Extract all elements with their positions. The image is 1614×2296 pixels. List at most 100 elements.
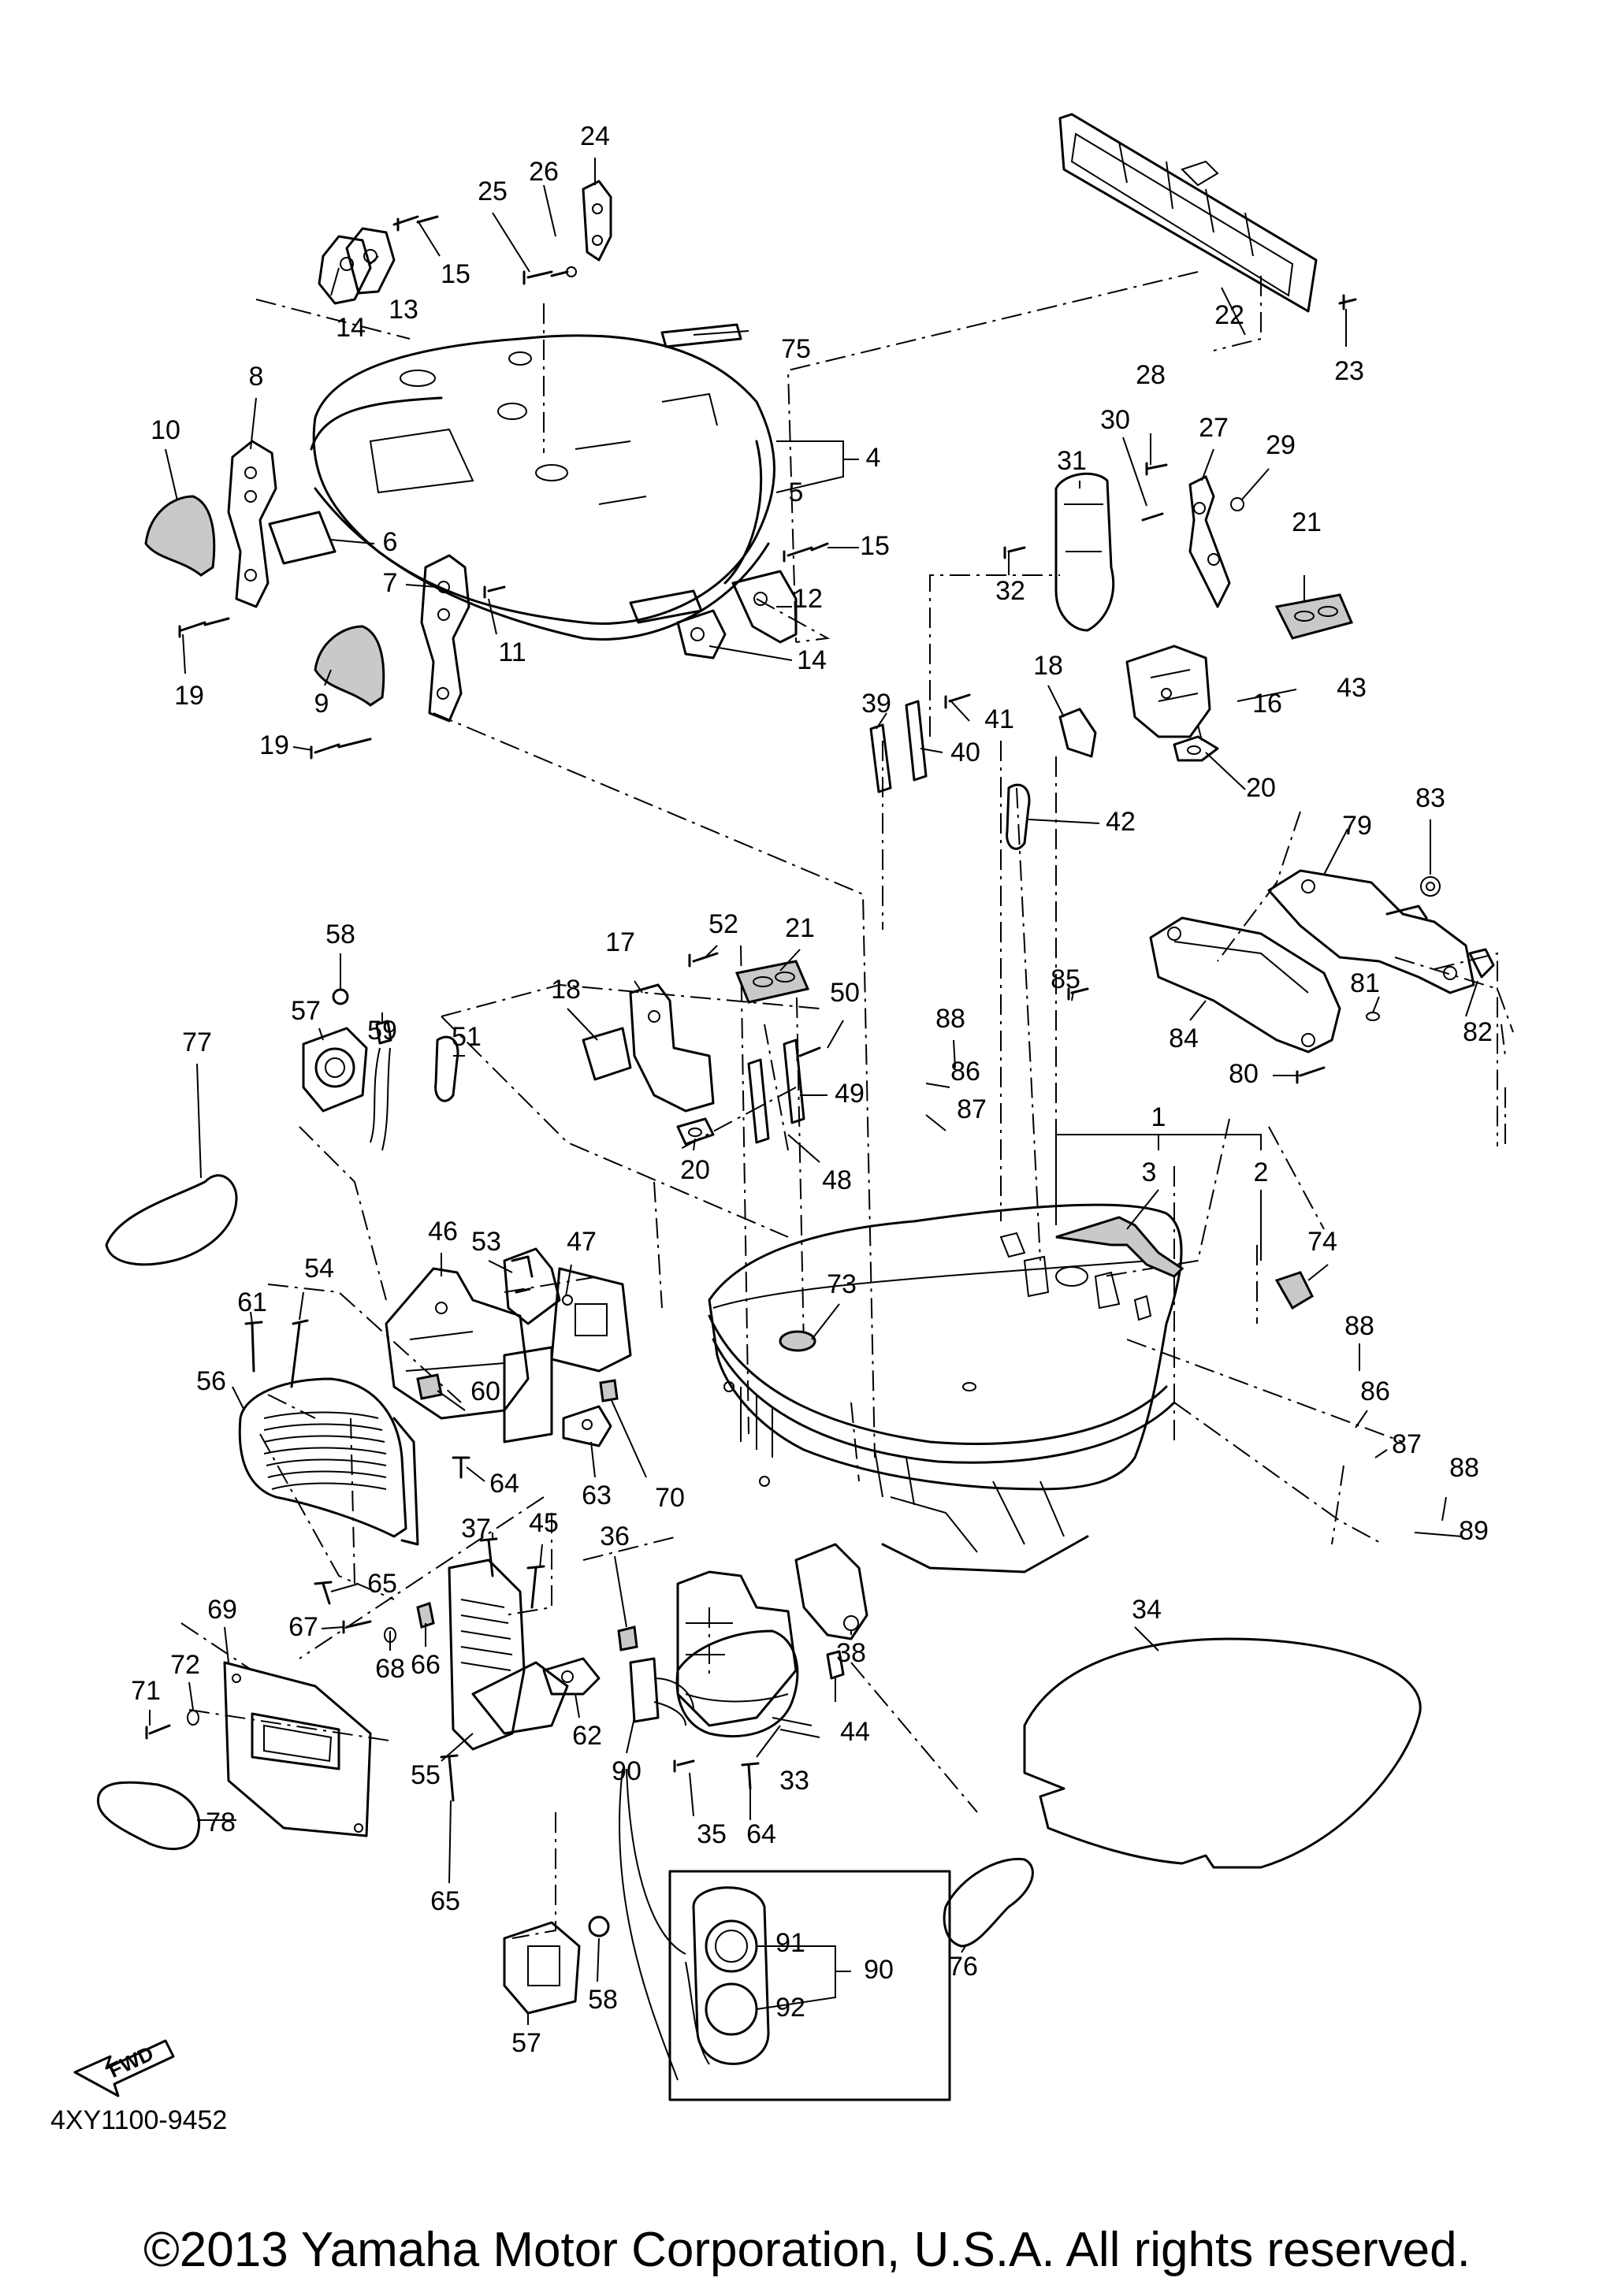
diagram-code: 4XY1100-9452 [50, 2105, 228, 2135]
callout-86: 86 [950, 1057, 980, 1087]
callout-20: 20 [1246, 773, 1276, 803]
callout-33: 33 [779, 1766, 809, 1796]
callout-57: 57 [511, 2028, 541, 2058]
callout-61: 61 [237, 1287, 267, 1317]
callout-21: 21 [1292, 507, 1322, 537]
callout-35: 35 [697, 1819, 727, 1849]
callout-8: 8 [249, 362, 264, 392]
callout-2: 2 [1254, 1157, 1269, 1187]
callout-6: 6 [383, 527, 398, 557]
case-body [708, 1203, 1184, 1573]
callout-92: 92 [775, 1993, 805, 2023]
callout-37: 37 [461, 1514, 491, 1544]
assembly-lines [180, 271, 1514, 1939]
decal-plates [268, 323, 742, 624]
callout-52: 52 [708, 909, 738, 939]
trunk-lid [310, 334, 775, 641]
callout-31: 31 [1057, 446, 1087, 476]
copyright-notice: ©2013 Yamaha Motor Corporation, U.S.A. A… [143, 2223, 1471, 2277]
rear-rack [1067, 869, 1495, 1084]
callout-labels: 2425261513147545810671191919151214222328… [131, 121, 1493, 2058]
callout-86: 86 [1360, 1376, 1390, 1406]
connector-inset [668, 1870, 951, 2101]
callout-69: 69 [207, 1595, 237, 1625]
callout-64: 64 [746, 1819, 776, 1849]
callout-67: 67 [288, 1612, 318, 1642]
brackets [318, 180, 798, 659]
callout-26: 26 [529, 157, 559, 187]
callout-39: 39 [861, 689, 891, 719]
callout-32: 32 [995, 576, 1025, 606]
callout-88: 88 [935, 1004, 965, 1034]
callout-48: 48 [822, 1165, 852, 1195]
callout-91: 91 [775, 1928, 805, 1958]
callout-20: 20 [680, 1155, 710, 1185]
callout-53: 53 [471, 1227, 501, 1257]
reflector [1058, 113, 1357, 313]
callout-12: 12 [793, 584, 823, 614]
callout-47: 47 [567, 1227, 597, 1257]
callout-68: 68 [375, 1654, 405, 1684]
hinges [144, 440, 470, 723]
callout-79: 79 [1342, 811, 1372, 841]
screws-mid-left [145, 1319, 760, 1802]
callout-65: 65 [367, 1569, 397, 1599]
callout-44: 44 [840, 1717, 870, 1747]
callout-43: 43 [1337, 673, 1367, 703]
callout-41: 41 [984, 704, 1014, 734]
callout-87: 87 [1392, 1429, 1422, 1459]
callout-75: 75 [781, 334, 811, 364]
callout-15: 15 [441, 259, 470, 289]
callout-3: 3 [1142, 1157, 1157, 1187]
callout-49: 49 [835, 1079, 865, 1109]
callout-23: 23 [1334, 356, 1364, 386]
mat [1023, 1637, 1422, 1869]
callout-14: 14 [336, 313, 366, 343]
speaker-upper [302, 988, 392, 1151]
callout-21: 21 [785, 913, 815, 943]
callout-72: 72 [170, 1650, 200, 1680]
callout-58: 58 [325, 920, 355, 949]
callout-77: 77 [182, 1027, 212, 1057]
callout-4: 4 [866, 443, 881, 473]
speaker-housing-lower [448, 1559, 601, 1751]
callout-83: 83 [1415, 783, 1445, 813]
speaker-lower [503, 1915, 610, 2015]
callout-60: 60 [470, 1376, 500, 1406]
callout-22: 22 [1214, 300, 1244, 330]
callout-34: 34 [1132, 1595, 1162, 1625]
callout-50: 50 [830, 978, 860, 1008]
callout-15: 15 [860, 531, 890, 561]
callout-51: 51 [452, 1022, 482, 1052]
callout-14: 14 [797, 645, 827, 675]
callout-40: 40 [950, 737, 980, 767]
callout-59: 59 [367, 1016, 397, 1046]
callout-63: 63 [582, 1481, 612, 1510]
speaker-housing-right [617, 1543, 868, 1738]
callout-57: 57 [291, 996, 321, 1026]
callout-19: 19 [259, 730, 289, 760]
callout-45: 45 [529, 1508, 559, 1538]
callout-36: 36 [600, 1521, 630, 1551]
callout-27: 27 [1199, 413, 1229, 443]
callout-30: 30 [1100, 405, 1130, 435]
callout-29: 29 [1266, 430, 1296, 460]
rubber-pads [734, 593, 1354, 1004]
leader-lines [149, 158, 1478, 2081]
callout-74: 74 [1307, 1227, 1337, 1257]
callout-82: 82 [1463, 1017, 1493, 1047]
callout-84: 84 [1169, 1024, 1199, 1053]
callout-9: 9 [314, 689, 329, 719]
callout-64: 64 [489, 1469, 519, 1499]
callout-88: 88 [1344, 1311, 1374, 1341]
callout-28: 28 [1136, 360, 1166, 390]
callout-11: 11 [498, 637, 526, 667]
callout-5: 5 [789, 477, 804, 507]
mid-brackets [582, 952, 821, 1146]
callout-38: 38 [836, 1638, 866, 1668]
callout-16: 16 [1252, 689, 1282, 719]
callout-76: 76 [948, 1952, 978, 1982]
callout-25: 25 [478, 176, 508, 206]
callout-54: 54 [304, 1254, 334, 1284]
